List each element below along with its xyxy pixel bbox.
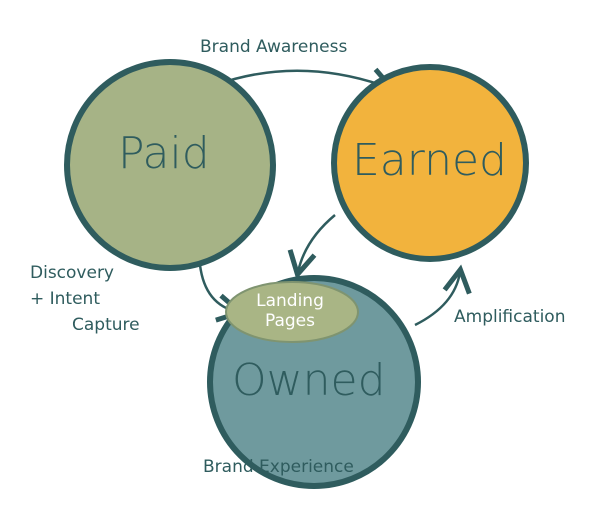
brand-awareness-arrow [215,71,390,88]
paid-circle [64,59,276,271]
landing-pages-label: Landing Pages [256,291,324,331]
paid-label: Paid [118,128,210,179]
earned-to-owned-arrow [298,214,336,272]
landing-pages-blob [225,281,359,343]
discovery-label: Discovery [30,263,114,283]
amplification-label: Amplification [454,307,566,327]
brand-awareness-label: Brand Awareness [200,37,348,57]
brand-experience-label: Brand Experience [203,457,354,477]
owned-label: Owned [232,355,386,406]
earned-circle [331,64,529,262]
capture-label: Capture [72,315,140,335]
owned-to-earned-arrow [414,272,460,327]
intent-label: + Intent [30,289,101,309]
earned-label: Earned [352,135,507,186]
